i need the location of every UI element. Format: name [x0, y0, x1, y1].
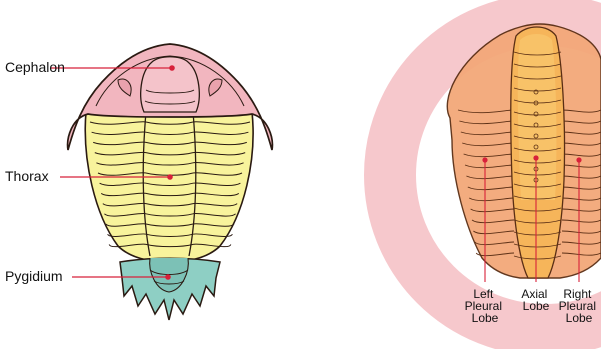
cephalon-label: Cephalon	[5, 59, 65, 75]
axial-label-line-2: Lobe	[523, 299, 550, 313]
axial-lobe-label: Axial Lobe	[521, 287, 550, 313]
pygidium-label: Pygidium	[5, 268, 63, 284]
cephalon-pointer-dot	[169, 65, 175, 71]
left-pleural-pointer-dot	[482, 157, 487, 162]
thorax-label: Thorax	[5, 168, 49, 184]
right-pleural-pointer-dot	[576, 157, 581, 162]
axial-pointer-dot	[533, 155, 538, 160]
right-trilobite-diagram: Left Pleural Lobe Axial Lobe Right Pleur…	[390, 20, 601, 330]
left-pleural-label-line-3: Lobe	[472, 311, 499, 325]
pygidium-pointer-dot	[165, 274, 171, 280]
left-trilobite-diagram: Cephalon Thorax Pygidium	[5, 44, 272, 320]
right-pleural-label-line-3: Lobe	[566, 311, 593, 325]
thorax-pointer-dot	[167, 174, 173, 180]
